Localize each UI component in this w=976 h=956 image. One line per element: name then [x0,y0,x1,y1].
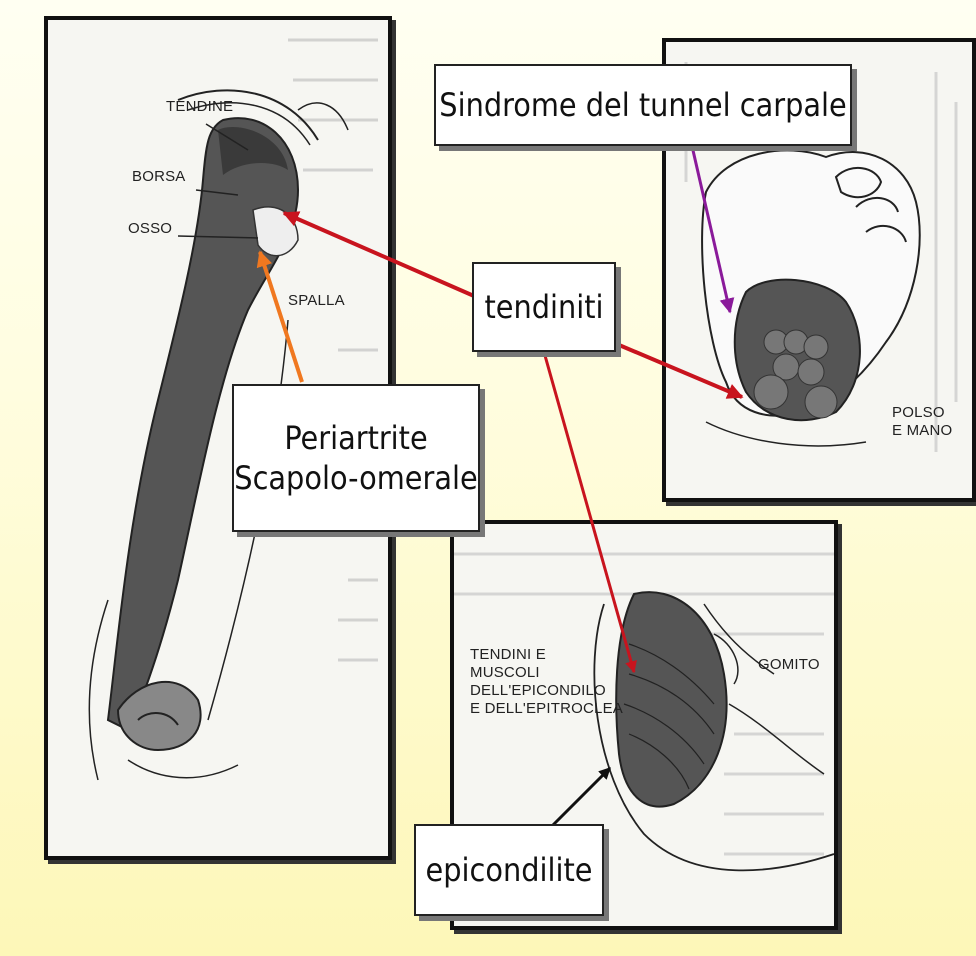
tendiniti-label: tendiniti [484,287,603,327]
label-tendini-e: TENDINI E [470,646,623,664]
label-gomito: GOMITO [758,656,820,674]
label-e-mano: E MANO [892,422,952,440]
callout-epicondilite: epicondilite [414,824,604,916]
label-epicondilo: DELL'EPICONDILO [470,682,623,700]
sindrome-label: Sindrome del tunnel carpale [439,85,846,125]
label-tendini-muscoli: TENDINI E MUSCOLI DELL'EPICONDILO E DELL… [470,646,623,718]
label-tendine: TENDINE [166,98,233,116]
label-polso: POLSO [892,404,952,422]
label-borsa: BORSA [132,168,186,186]
label-osso: OSSO [128,220,172,238]
periartrite-label: Periartrite [284,418,427,458]
label-muscoli: MUSCOLI [470,664,623,682]
label-spalla: SPALLA [288,292,345,310]
label-polso-e-mano: POLSO E MANO [892,404,952,440]
label-epitroclea: E DELL'EPITROCLEA [470,700,623,718]
callout-periartrite: Periartrite Scapolo-omerale [232,384,480,532]
callout-tendiniti: tendiniti [472,262,616,352]
callout-sindrome-tunnel-carpale: Sindrome del tunnel carpale [434,64,852,146]
scapolo-omerale-label: Scapolo-omerale [234,458,477,498]
epicondilite-label: epicondilite [426,850,593,890]
